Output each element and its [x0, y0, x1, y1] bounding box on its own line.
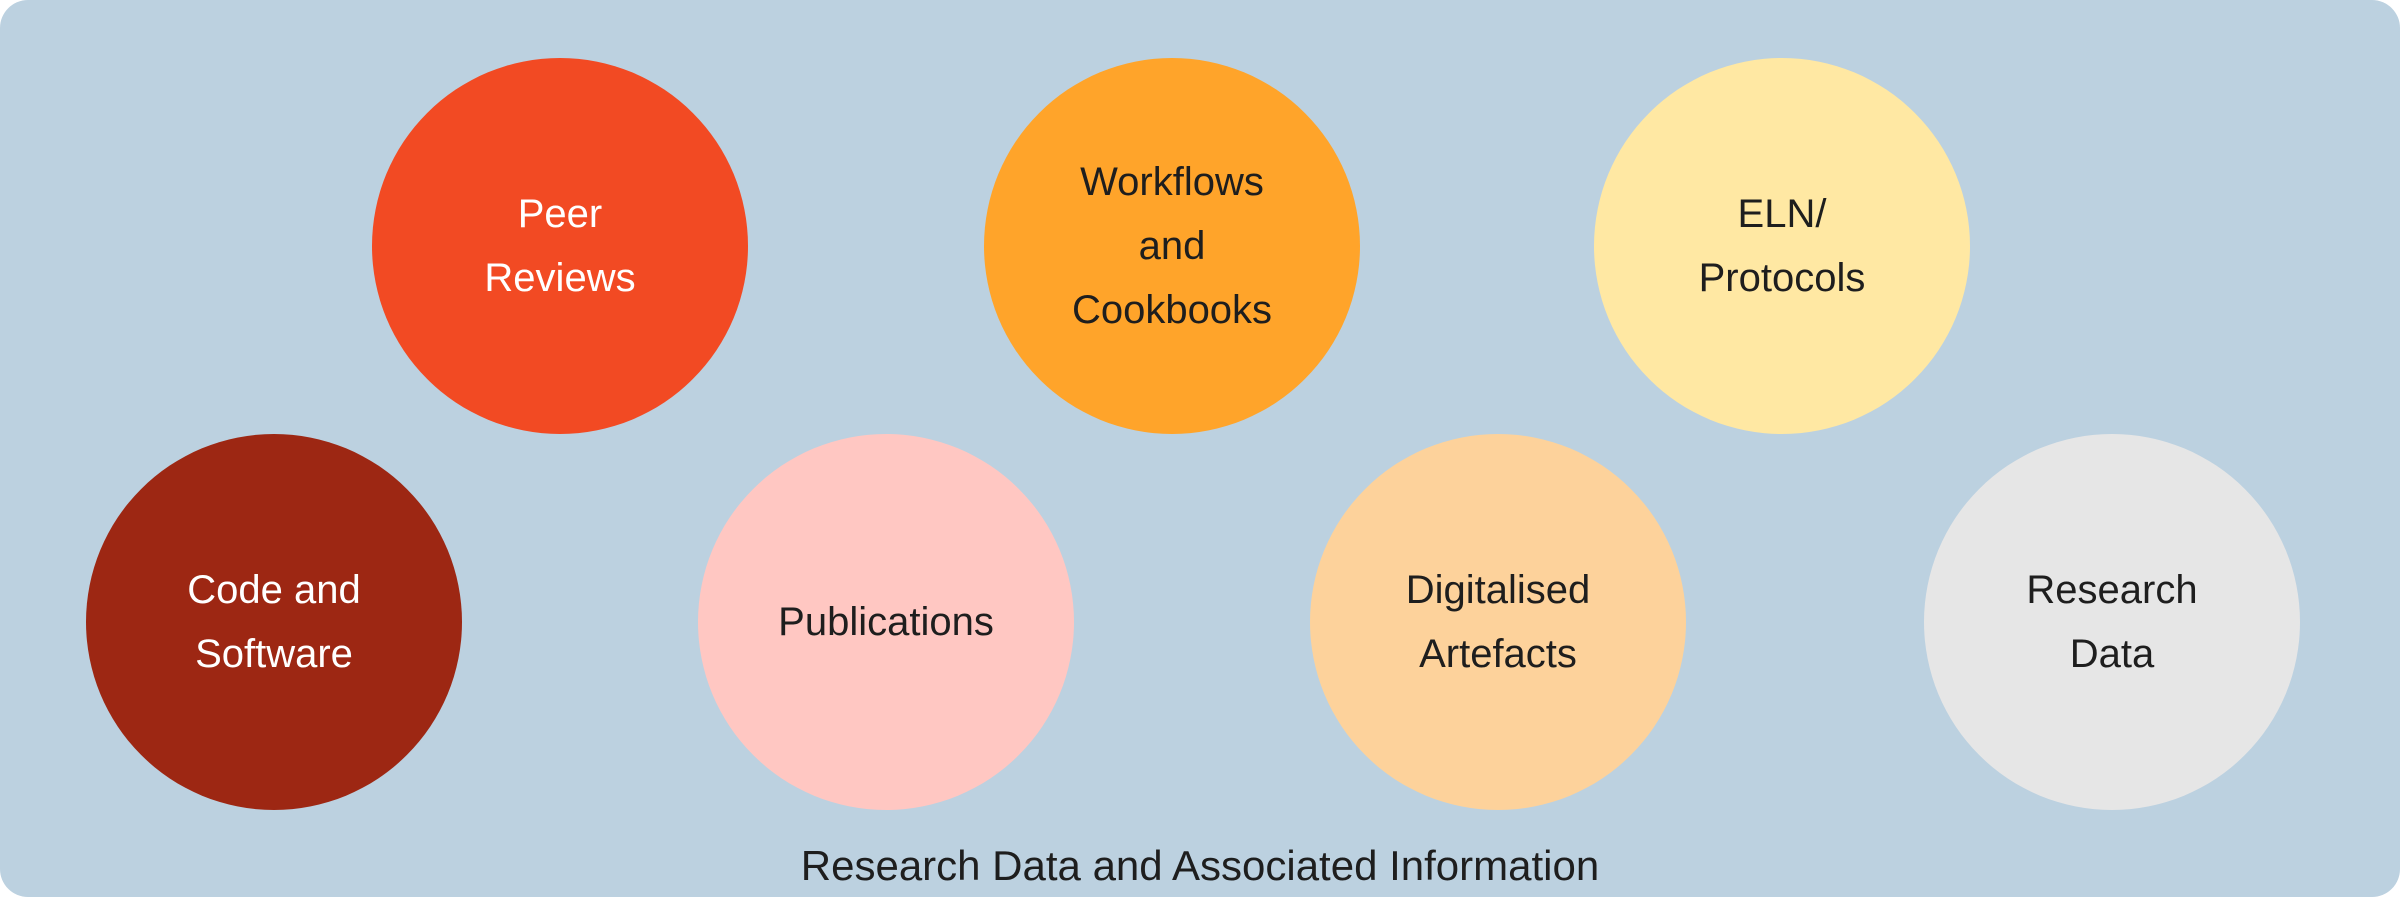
circle-label: Workflows and Cookbooks	[1071, 160, 1273, 332]
circle-research-data: Research Data	[1924, 434, 2300, 810]
circle-label: Code and Software	[187, 568, 361, 676]
circle-code-and-software: Code and Software	[86, 434, 462, 810]
circle-digitalised-artefacts: Digitalised Artefacts	[1310, 434, 1686, 810]
circle-publications: Publications	[698, 434, 1074, 810]
circle-label: Publications	[778, 600, 994, 644]
diagram-caption: Research Data and Associated Information	[800, 842, 1600, 889]
circle-workflows-and-cookbooks: Workflows and Cookbooks	[984, 58, 1360, 434]
circle-label: ELN/ Protocols	[1698, 192, 1866, 300]
circle-eln-protocols: ELN/ Protocols	[1594, 58, 1970, 434]
circle-label: Research Data	[2026, 568, 2198, 676]
circle-label: Digitalised Artefacts	[1405, 568, 1591, 676]
circle-label: Peer Reviews	[484, 192, 636, 300]
circle-peer-reviews: Peer Reviews	[372, 58, 748, 434]
